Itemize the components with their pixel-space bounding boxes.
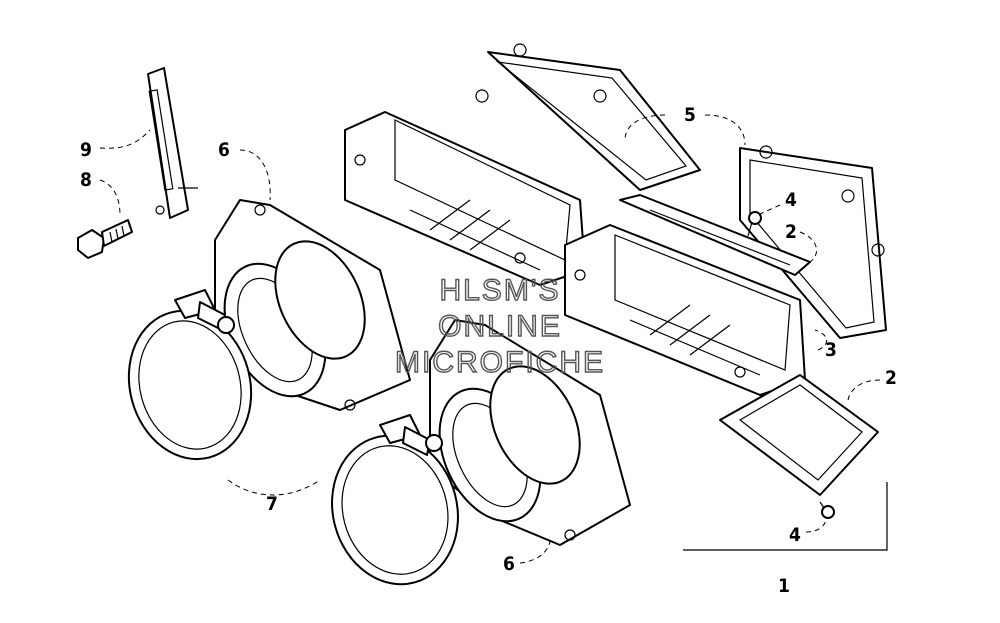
intake-flange-part-6-upper (214, 199, 411, 411)
callout-9: 9 (80, 139, 92, 161)
intake-flange-part-6-lower (429, 319, 631, 546)
callout-labels: 9 8 6 7 6 5 4 2 3 2 4 1 (80, 104, 897, 597)
reed-valve-block-lower (564, 224, 806, 396)
callout-7: 7 (266, 493, 278, 515)
callout-2-upper: 2 (785, 221, 797, 243)
watermark: HLSM'S ONLINE MICROFICHE (394, 273, 605, 379)
screw-part-4-upper (747, 211, 762, 237)
callout-3: 3 (825, 339, 837, 361)
watermark-line-2: ONLINE (438, 310, 562, 343)
callout-4-lower: 4 (789, 524, 801, 546)
callout-8: 8 (80, 169, 92, 191)
reed-petal-part-2-lower (719, 374, 879, 496)
callout-4-upper: 4 (785, 189, 797, 211)
bolt-part-8 (77, 219, 133, 259)
callout-1: 1 (778, 575, 790, 597)
clamp-part-7-lower (331, 414, 459, 586)
reed-valve-block-upper (344, 111, 586, 286)
callout-6-upper: 6 (218, 139, 230, 161)
leader-lines (99, 114, 888, 564)
watermark-line-3: MICROFICHE (395, 346, 605, 379)
gasket-part-5 (475, 43, 887, 339)
clamp-part-7-upper (127, 289, 253, 461)
callout-5: 5 (684, 104, 696, 126)
watermark-line-1: HLSM'S (439, 274, 560, 307)
gasket-plate-part-9 (147, 67, 189, 219)
callout-6-lower: 6 (503, 553, 515, 575)
screw-part-4-lower (819, 501, 835, 519)
callout-2-lower: 2 (885, 367, 897, 389)
